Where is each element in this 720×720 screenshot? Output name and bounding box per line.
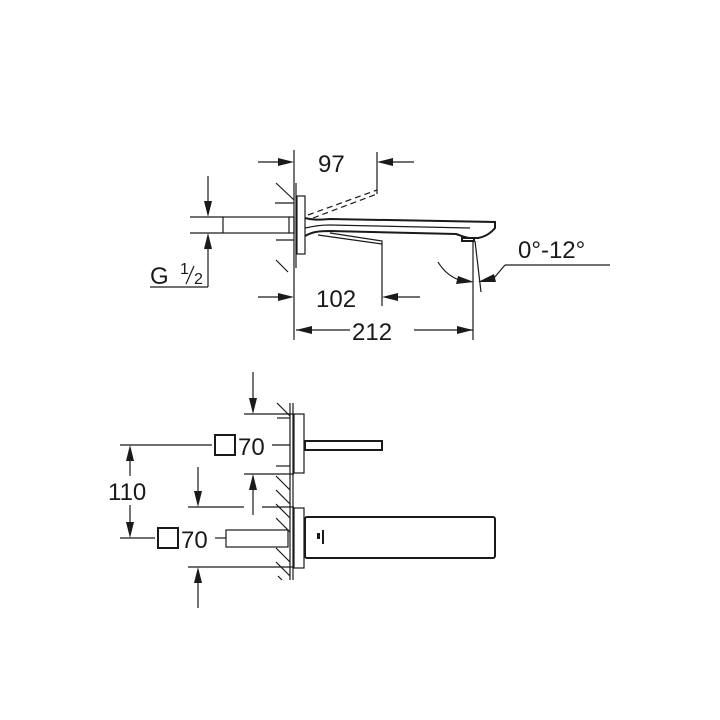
front-view: 70 70 110: [108, 372, 496, 608]
wall-hatching: [275, 182, 295, 273]
wall-hatching: [275, 402, 291, 581]
rosette-plate: [296, 195, 306, 255]
upper-rosette: [293, 413, 305, 474]
dim-97: 97: [318, 151, 345, 178]
dim-212: 212: [352, 319, 392, 346]
spout-body: [304, 217, 496, 239]
aerator: [461, 237, 475, 242]
dim-rosette-upper: 70: [238, 434, 265, 461]
square-icon: [157, 527, 179, 549]
thread-g: G: [150, 263, 169, 290]
thread-den: 2: [194, 271, 203, 288]
hot-cold-mark-icon: [317, 530, 324, 544]
lower-rosette: [293, 507, 305, 569]
thread-num: 1: [180, 261, 189, 278]
inlet-pipe: [222, 216, 295, 234]
dim-rosette-lower: 70: [181, 527, 208, 554]
square-icon: [214, 434, 236, 456]
dim-angle: 0°-12°: [518, 237, 585, 264]
handle-lever: [304, 516, 496, 559]
dim-102: 102: [316, 286, 356, 313]
dim-110: 110: [108, 479, 146, 506]
side-view: 97 102 212 G 1 2 0°-12°: [150, 150, 610, 346]
valve-body: [225, 529, 289, 548]
front-spout: [304, 440, 383, 451]
